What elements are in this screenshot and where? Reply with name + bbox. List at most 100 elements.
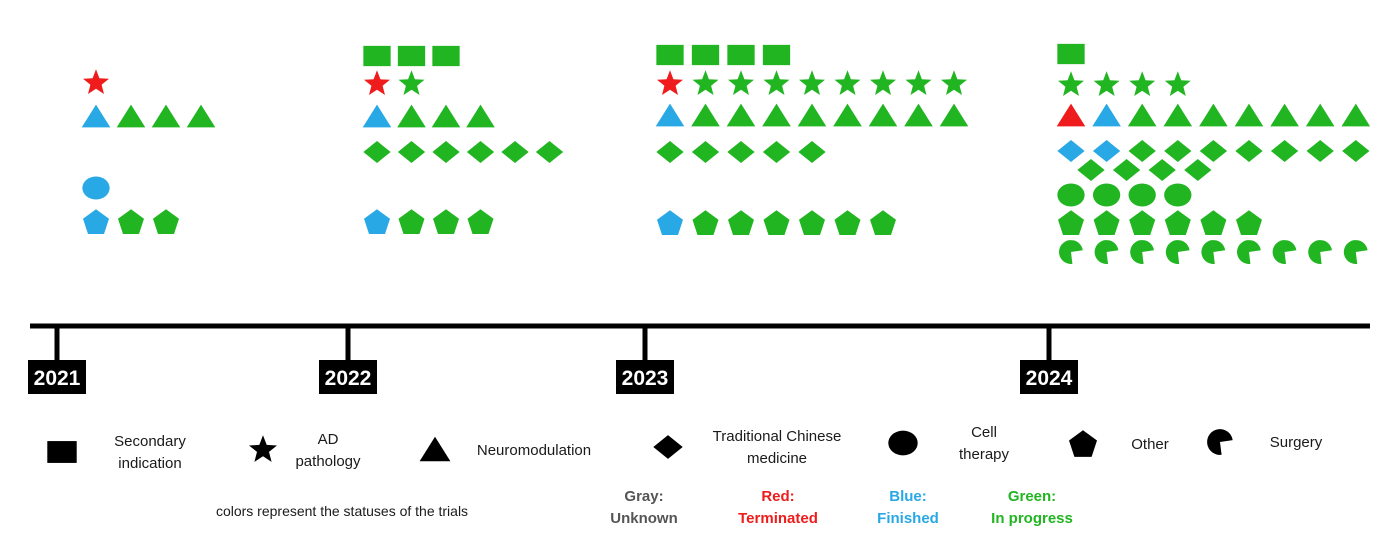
square-marker-green <box>1057 43 1085 65</box>
legend-label: Other <box>1131 436 1169 453</box>
circle-marker-green <box>1164 183 1192 207</box>
square-marker-green <box>727 44 755 66</box>
triangle-marker-green <box>868 103 898 127</box>
pentagon-marker-green <box>153 209 179 234</box>
diamond-marker-green <box>1112 158 1141 182</box>
diamond-marker-green <box>1077 158 1105 182</box>
triangle-marker-red <box>1056 103 1086 127</box>
star-marker-green <box>1093 71 1120 96</box>
pentagon-marker-green <box>118 209 144 234</box>
year-label-box <box>28 360 86 394</box>
star-marker-green <box>728 70 754 95</box>
year-label-box <box>616 360 674 394</box>
pentagon-marker-blue <box>364 209 390 234</box>
status-legend-blue: Blue:Finished <box>877 488 939 527</box>
legend-item-pacman: Surgery <box>1207 429 1323 455</box>
legend-item-triangle: Neuromodulation <box>419 436 591 462</box>
circle-marker-green <box>1057 183 1085 207</box>
pentagon-marker-green <box>870 210 896 235</box>
triangle-marker-green <box>1305 103 1335 127</box>
triangle-marker-green <box>1341 103 1371 127</box>
triangle-marker-green <box>762 103 791 127</box>
diamond-marker-green <box>1270 139 1299 163</box>
year-label-box <box>1020 360 1078 394</box>
pentagon-marker-green <box>692 210 719 235</box>
square-marker-green <box>691 44 720 66</box>
diamond-marker-green <box>1148 158 1176 182</box>
triangle-marker-blue <box>362 104 392 128</box>
triangle-marker-green <box>691 103 720 127</box>
triangle-marker-green <box>1163 103 1193 127</box>
circle-marker-green <box>1128 183 1156 207</box>
square-marker-green <box>397 45 426 67</box>
status-legend-red: Red:Terminated <box>738 488 818 527</box>
triangle-marker-green <box>1127 103 1157 127</box>
star-marker-green <box>1058 71 1084 96</box>
diamond-marker-green <box>1184 158 1212 182</box>
legend-statuses: Gray:UnknownRed:TerminatedBlue:FinishedG… <box>610 488 1073 527</box>
legend-label: therapy <box>959 446 1010 463</box>
diamond-marker-green <box>1342 139 1370 163</box>
pentagon-marker-green <box>1129 210 1156 235</box>
triangle-marker-green <box>797 103 827 127</box>
square-marker-green <box>363 45 391 67</box>
diamond-marker-green <box>432 140 460 164</box>
pacman-marker-green <box>1343 240 1368 264</box>
pacman-marker-green <box>1201 240 1226 264</box>
triangle-marker-green <box>1234 103 1264 127</box>
diamond-marker-green <box>656 140 684 164</box>
pentagon-marker-green <box>728 210 754 235</box>
pentagon-marker-green <box>1164 210 1191 235</box>
pentagon-marker-green <box>763 210 790 235</box>
pentagon-marker-green <box>1236 210 1262 235</box>
status-note: colors represent the statuses of the tri… <box>216 503 468 519</box>
year-label-2024: 2024 <box>1026 367 1073 390</box>
year-group-2021 <box>81 69 216 234</box>
diamond-marker-green <box>501 140 529 164</box>
triangle-marker-green <box>116 104 146 128</box>
pacman-marker-green <box>1272 240 1297 264</box>
legend-item-pentagon: Other <box>1069 430 1169 457</box>
triangle-marker-green <box>466 104 495 128</box>
status-label: In progress <box>991 510 1073 527</box>
triangle-marker-blue <box>81 104 111 128</box>
square-marker-green <box>762 44 791 66</box>
legend-label: Traditional Chinese <box>713 428 842 445</box>
diamond-marker-green <box>727 140 755 164</box>
diamond-marker-green <box>397 140 426 164</box>
legend-label: Surgery <box>1270 434 1323 451</box>
year-label-2022: 2022 <box>325 367 372 390</box>
status-legend-gray: Gray:Unknown <box>610 488 678 527</box>
status-label: Terminated <box>738 510 818 527</box>
pacman-marker-green <box>1130 240 1154 264</box>
pacman-marker-green <box>1094 240 1119 264</box>
diamond-marker-green <box>535 140 564 164</box>
pentagon-marker-green <box>433 209 459 234</box>
pentagon-icon <box>1069 430 1097 457</box>
diamond-icon <box>653 435 683 459</box>
square-marker-green <box>656 44 684 66</box>
year-group-2022 <box>362 45 564 234</box>
star-marker-green <box>1164 71 1191 96</box>
legend-label: Neuromodulation <box>477 442 591 459</box>
legend-label: AD <box>318 431 339 448</box>
square-icon <box>47 441 77 463</box>
star-marker-green <box>870 70 896 95</box>
status-label: Finished <box>877 510 939 527</box>
diamond-marker-green <box>762 140 791 164</box>
triangle-marker-green <box>186 104 216 128</box>
star-marker-green <box>398 70 425 95</box>
year-label-2021: 2021 <box>34 367 81 390</box>
pentagon-marker-green <box>1200 210 1227 235</box>
triangle-marker-green <box>431 104 461 128</box>
triangle-marker-green <box>833 103 862 127</box>
star-marker-green <box>941 70 967 95</box>
